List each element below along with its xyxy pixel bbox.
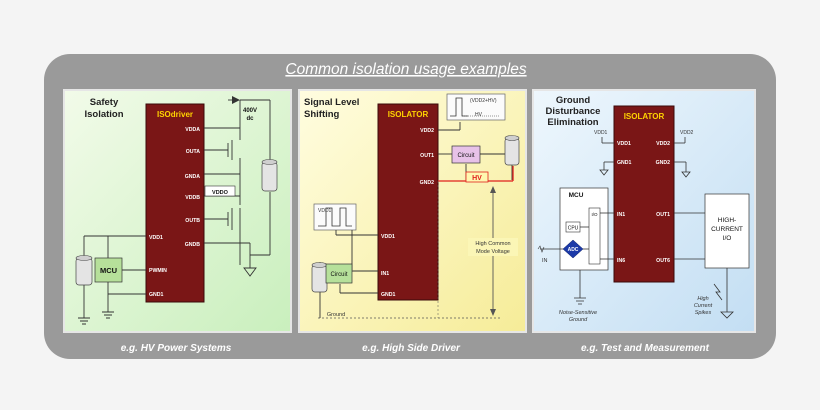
arrow-down-icon (490, 309, 496, 316)
scope-top: (VDD2+HV) HV (446, 93, 506, 121)
high-current-line2: CURRENT (711, 226, 743, 233)
pin-gnda: GNDA (185, 174, 201, 180)
circuit-box-output (451, 145, 481, 164)
hv-tag (465, 171, 489, 183)
scope-left-label: VDD1 (318, 208, 332, 214)
io-box (588, 207, 601, 265)
common-mode-label-line2: Mode Voltage (476, 249, 510, 255)
circuit-input-label: Circuit (330, 272, 347, 278)
ground-label: Ground (327, 312, 345, 318)
load-capacitor (261, 159, 278, 192)
circuit-output-label: Circuit (457, 153, 474, 159)
panel3-caption: e.g. Test and Measurement (581, 343, 710, 354)
ground-icon (243, 267, 257, 277)
ground-icon (102, 311, 114, 319)
isodriver-chip (145, 103, 205, 303)
pin-out1: OUT1 (420, 153, 434, 159)
adc-diamond (562, 239, 584, 259)
panel2-caption: e.g. High Side Driver (362, 343, 461, 354)
pin-in6: IN6 (617, 258, 625, 264)
io-label: I/O (591, 212, 598, 217)
panel2-heading-line1: Signal Level (304, 97, 359, 108)
pin-vddb: VDDB (185, 195, 200, 201)
panel2-heading-line2: Shifting (304, 109, 340, 120)
pin-gnd2: GND2 (420, 180, 435, 186)
voltage-source-capacitor-top (504, 135, 520, 166)
noise-ground-line1: Noise-Sensitive (559, 310, 597, 316)
circuit-box-input (325, 263, 353, 284)
panel1-caption: e.g. HV Power Systems (121, 343, 232, 354)
diode-icon (232, 96, 240, 104)
spikes-line3: Spikes (695, 310, 712, 316)
noise-ground-line2: Ground (569, 317, 588, 323)
scope-left: VDD1 (313, 203, 357, 231)
isodriver-chip-label: ISOdriver (157, 110, 193, 119)
vddo-label: VDDO (212, 190, 229, 196)
pin-gnd1: GND1 (617, 160, 632, 166)
mcu-label: MCU (100, 266, 117, 275)
vdd2-ext-label: VDD2 (680, 130, 694, 136)
pin-vdd2: VDD2 (420, 128, 434, 134)
pin-outa: OUTA (186, 149, 201, 155)
panel-ground-disturbance-elimination: Ground Disturbance Elimination ISOLATOR … (532, 89, 756, 354)
pin-out6: OUT6 (656, 258, 670, 264)
panel3-heading-line3: Elimination (547, 117, 598, 128)
in-label: IN (542, 258, 548, 264)
high-current-line3: I/O (723, 235, 732, 242)
pin-vdda: VDDA (185, 127, 200, 133)
hv-label-line1: 400V (243, 108, 257, 114)
panel-safety-isolation: Safety Isolation ISOdriver VDDA OUTA GND… (63, 89, 292, 354)
spikes-line2: Current (694, 303, 713, 309)
isolator-chip-3-label: ISOLATOR (624, 112, 665, 121)
spikes-line1: High (697, 296, 708, 302)
hv-label-line2: dc (246, 116, 254, 122)
pin-gnd2: GND2 (656, 160, 671, 166)
scope-top-hv: HV (475, 112, 483, 118)
vdd1-ext-label: VDD1 (594, 130, 608, 136)
ground-icon (681, 171, 691, 178)
scope-top-label: (VDD2+HV) (470, 98, 497, 104)
mcu-3-label: MCU (569, 192, 584, 199)
isolator-chip-2-label: ISOLATOR (388, 110, 429, 119)
voltage-source-capacitor (75, 255, 93, 286)
isolator-chip-3 (613, 105, 675, 283)
panel1-heading-line1: Safety (90, 97, 119, 108)
ground-icon (78, 317, 90, 325)
pin-vdd1: VDD1 (149, 235, 163, 241)
isolator-chip-2 (377, 103, 439, 301)
high-current-line1: HIGH- (718, 217, 736, 224)
pin-in1: IN1 (381, 271, 389, 277)
pin-gndb: GNDB (185, 242, 201, 248)
pin-outb: OUTB (185, 218, 200, 224)
ground-icon (599, 169, 609, 176)
vddo-box (204, 185, 236, 197)
panel-signal-level-shifting: Signal Level Shifting (VDD2+HV) HV ISOLA… (298, 89, 527, 354)
arrow-up-icon (490, 186, 496, 193)
spike-icon (713, 283, 723, 301)
pin-vdd1: VDD1 (381, 234, 395, 240)
pin-pwmin: PWMIN (149, 268, 167, 274)
panel1-heading-line2: Isolation (84, 109, 123, 120)
cpu-label: CPU (568, 226, 579, 232)
noise-signal-icon (537, 245, 545, 253)
panel3-heading-line2: Disturbance (546, 106, 601, 117)
panel3-heading-line1: Ground (556, 95, 590, 106)
pin-vdd1: VDD1 (617, 141, 631, 147)
hv-tag-label: HV (472, 175, 482, 182)
ground-icon (574, 297, 586, 305)
pin-gnd1: GND1 (149, 292, 164, 298)
ground-icon (720, 311, 734, 319)
common-mode-label-line1: High Common (475, 241, 510, 247)
adc-label: ADC (568, 247, 579, 253)
pin-in1: IN1 (617, 212, 625, 218)
pin-gnd1: GND1 (381, 292, 396, 298)
voltage-source-capacitor-bottom (311, 262, 328, 293)
pin-out1: OUT1 (656, 212, 670, 218)
mcu-box (94, 257, 123, 283)
page-title: Common isolation usage examples (285, 61, 526, 78)
pin-vdd2: VDD2 (656, 141, 670, 147)
